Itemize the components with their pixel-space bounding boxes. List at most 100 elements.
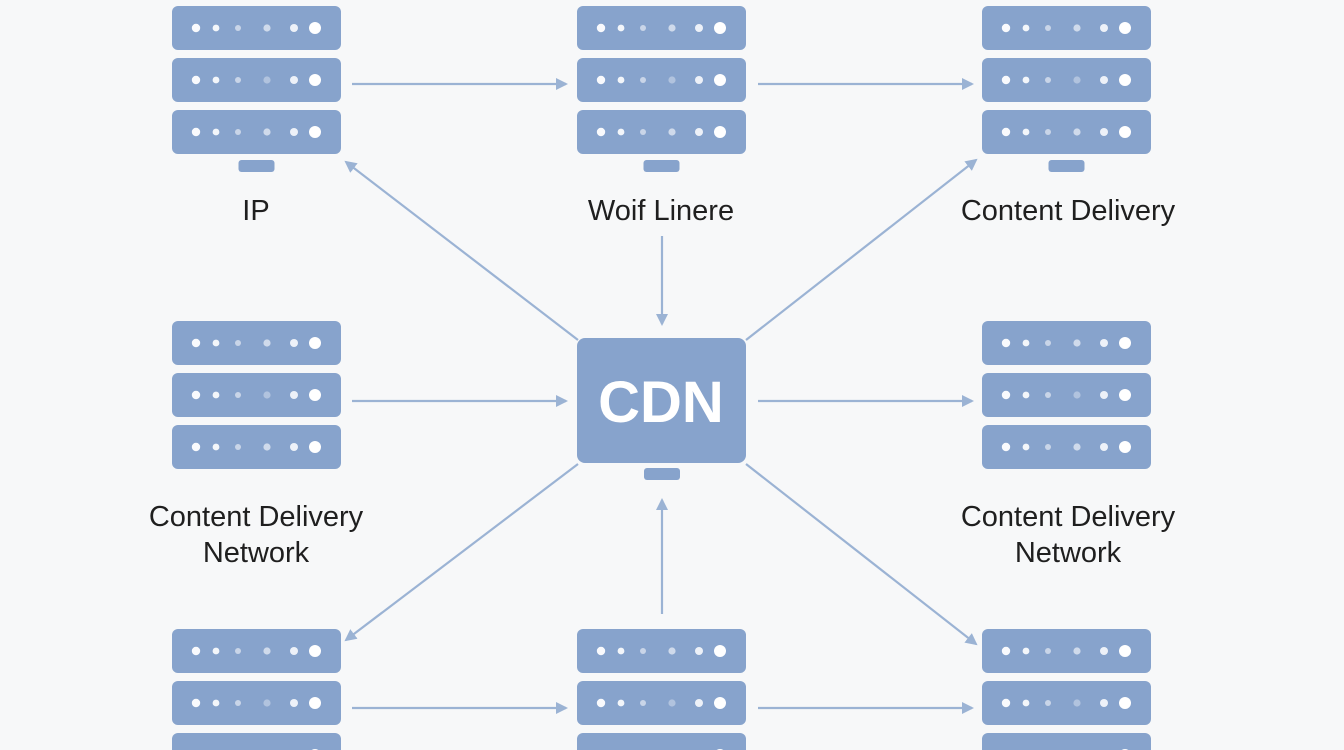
server-stack-bottom-right[interactable] [982, 629, 1151, 750]
status-light-icon [1022, 699, 1030, 707]
server-stack-top-left[interactable] [172, 6, 341, 172]
server-unit [577, 110, 746, 154]
status-light-icon [263, 647, 271, 655]
server-stack-top-center[interactable] [577, 6, 746, 172]
status-light-icon [714, 74, 726, 86]
server-unit [982, 6, 1151, 50]
server-unit [577, 629, 746, 673]
status-light-icon [290, 699, 298, 707]
status-light-icon [1001, 646, 1011, 656]
status-light-icon [1119, 697, 1131, 709]
status-light-icon [191, 646, 201, 656]
node-label-mid-left-line1: Content Delivery [149, 501, 364, 533]
server-unit [172, 425, 341, 469]
status-light-icon [235, 25, 241, 31]
status-light-icon [1100, 443, 1108, 451]
server-unit [172, 321, 341, 365]
node-label-mid-right-line2: Network [1015, 537, 1122, 569]
status-light-icon [1001, 390, 1011, 400]
status-light-icon [263, 443, 271, 451]
cdn-hub-base [644, 468, 680, 480]
server-unit [982, 733, 1151, 750]
status-light-icon [235, 648, 241, 654]
server-unit [982, 58, 1151, 102]
status-light-icon [1022, 128, 1030, 136]
server-stacks [172, 6, 1151, 750]
status-light-icon [212, 76, 220, 84]
arrow-hub-to-bottom-left [344, 463, 579, 642]
status-light-icon [1045, 77, 1051, 83]
server-unit [577, 58, 746, 102]
status-light-icon [596, 127, 606, 137]
status-light-icon [235, 392, 241, 398]
status-light-icon [263, 699, 271, 707]
status-light-icon [668, 24, 676, 32]
status-light-icon [1045, 648, 1051, 654]
server-stack-top-right[interactable] [982, 6, 1151, 172]
status-light-icon [290, 339, 298, 347]
arrow-hub-to-top-right [745, 158, 978, 341]
cdn-hub[interactable]: CDN [577, 338, 746, 480]
server-unit [172, 110, 341, 154]
status-light-icon [309, 441, 321, 453]
server-unit [172, 681, 341, 725]
status-light-icon [1119, 389, 1131, 401]
status-light-icon [1119, 337, 1131, 349]
status-light-icon [640, 25, 646, 31]
server-stack-bottom-center[interactable] [577, 629, 746, 750]
status-light-icon [235, 444, 241, 450]
cdn-hub-box[interactable] [577, 338, 746, 463]
status-light-icon [290, 128, 298, 136]
status-light-icon [695, 24, 703, 32]
status-light-icon [695, 128, 703, 136]
node-label-top-right: Content Delivery [961, 195, 1176, 227]
server-stack-mid-right[interactable] [982, 321, 1151, 469]
status-light-icon [668, 128, 676, 136]
status-light-icon [1100, 391, 1108, 399]
status-light-icon [263, 24, 271, 32]
status-light-icon [191, 390, 201, 400]
status-light-icon [1100, 647, 1108, 655]
arrow-hub-to-top-left [344, 160, 579, 341]
status-light-icon [617, 647, 625, 655]
node-label-mid-left-line2: Network [203, 537, 310, 569]
status-light-icon [212, 391, 220, 399]
status-light-icon [191, 127, 201, 137]
status-light-icon [1100, 128, 1108, 136]
status-light-icon [714, 645, 726, 657]
node-label-top-left: IP [242, 195, 269, 227]
status-light-icon [191, 23, 201, 33]
status-light-icon [263, 391, 271, 399]
status-light-icon [1100, 699, 1108, 707]
status-light-icon [191, 698, 201, 708]
status-light-icon [617, 128, 625, 136]
server-base [1048, 160, 1085, 172]
status-light-icon [1045, 129, 1051, 135]
status-light-icon [1119, 645, 1131, 657]
status-light-icon [309, 74, 321, 86]
server-unit [577, 6, 746, 50]
server-unit [172, 373, 341, 417]
status-light-icon [1073, 128, 1081, 136]
status-light-icon [309, 337, 321, 349]
server-unit [172, 629, 341, 673]
status-light-icon [191, 75, 201, 85]
node-labels: IP Woif Linere Content Delivery Content … [149, 195, 1176, 569]
server-unit [982, 629, 1151, 673]
server-stack-bottom-left[interactable] [172, 629, 341, 750]
status-light-icon [235, 77, 241, 83]
status-light-icon [309, 389, 321, 401]
node-label-top-center: Woif Linere [588, 195, 734, 227]
server-stack-mid-left[interactable] [172, 321, 341, 469]
status-light-icon [668, 699, 676, 707]
server-unit [172, 733, 341, 750]
status-light-icon [1001, 75, 1011, 85]
status-light-icon [263, 128, 271, 136]
status-light-icon [235, 700, 241, 706]
arrow-hub-to-bottom-right [745, 463, 978, 646]
server-unit [982, 373, 1151, 417]
server-unit [982, 110, 1151, 154]
status-light-icon [1045, 700, 1051, 706]
server-base [643, 160, 680, 172]
server-unit [577, 733, 746, 750]
